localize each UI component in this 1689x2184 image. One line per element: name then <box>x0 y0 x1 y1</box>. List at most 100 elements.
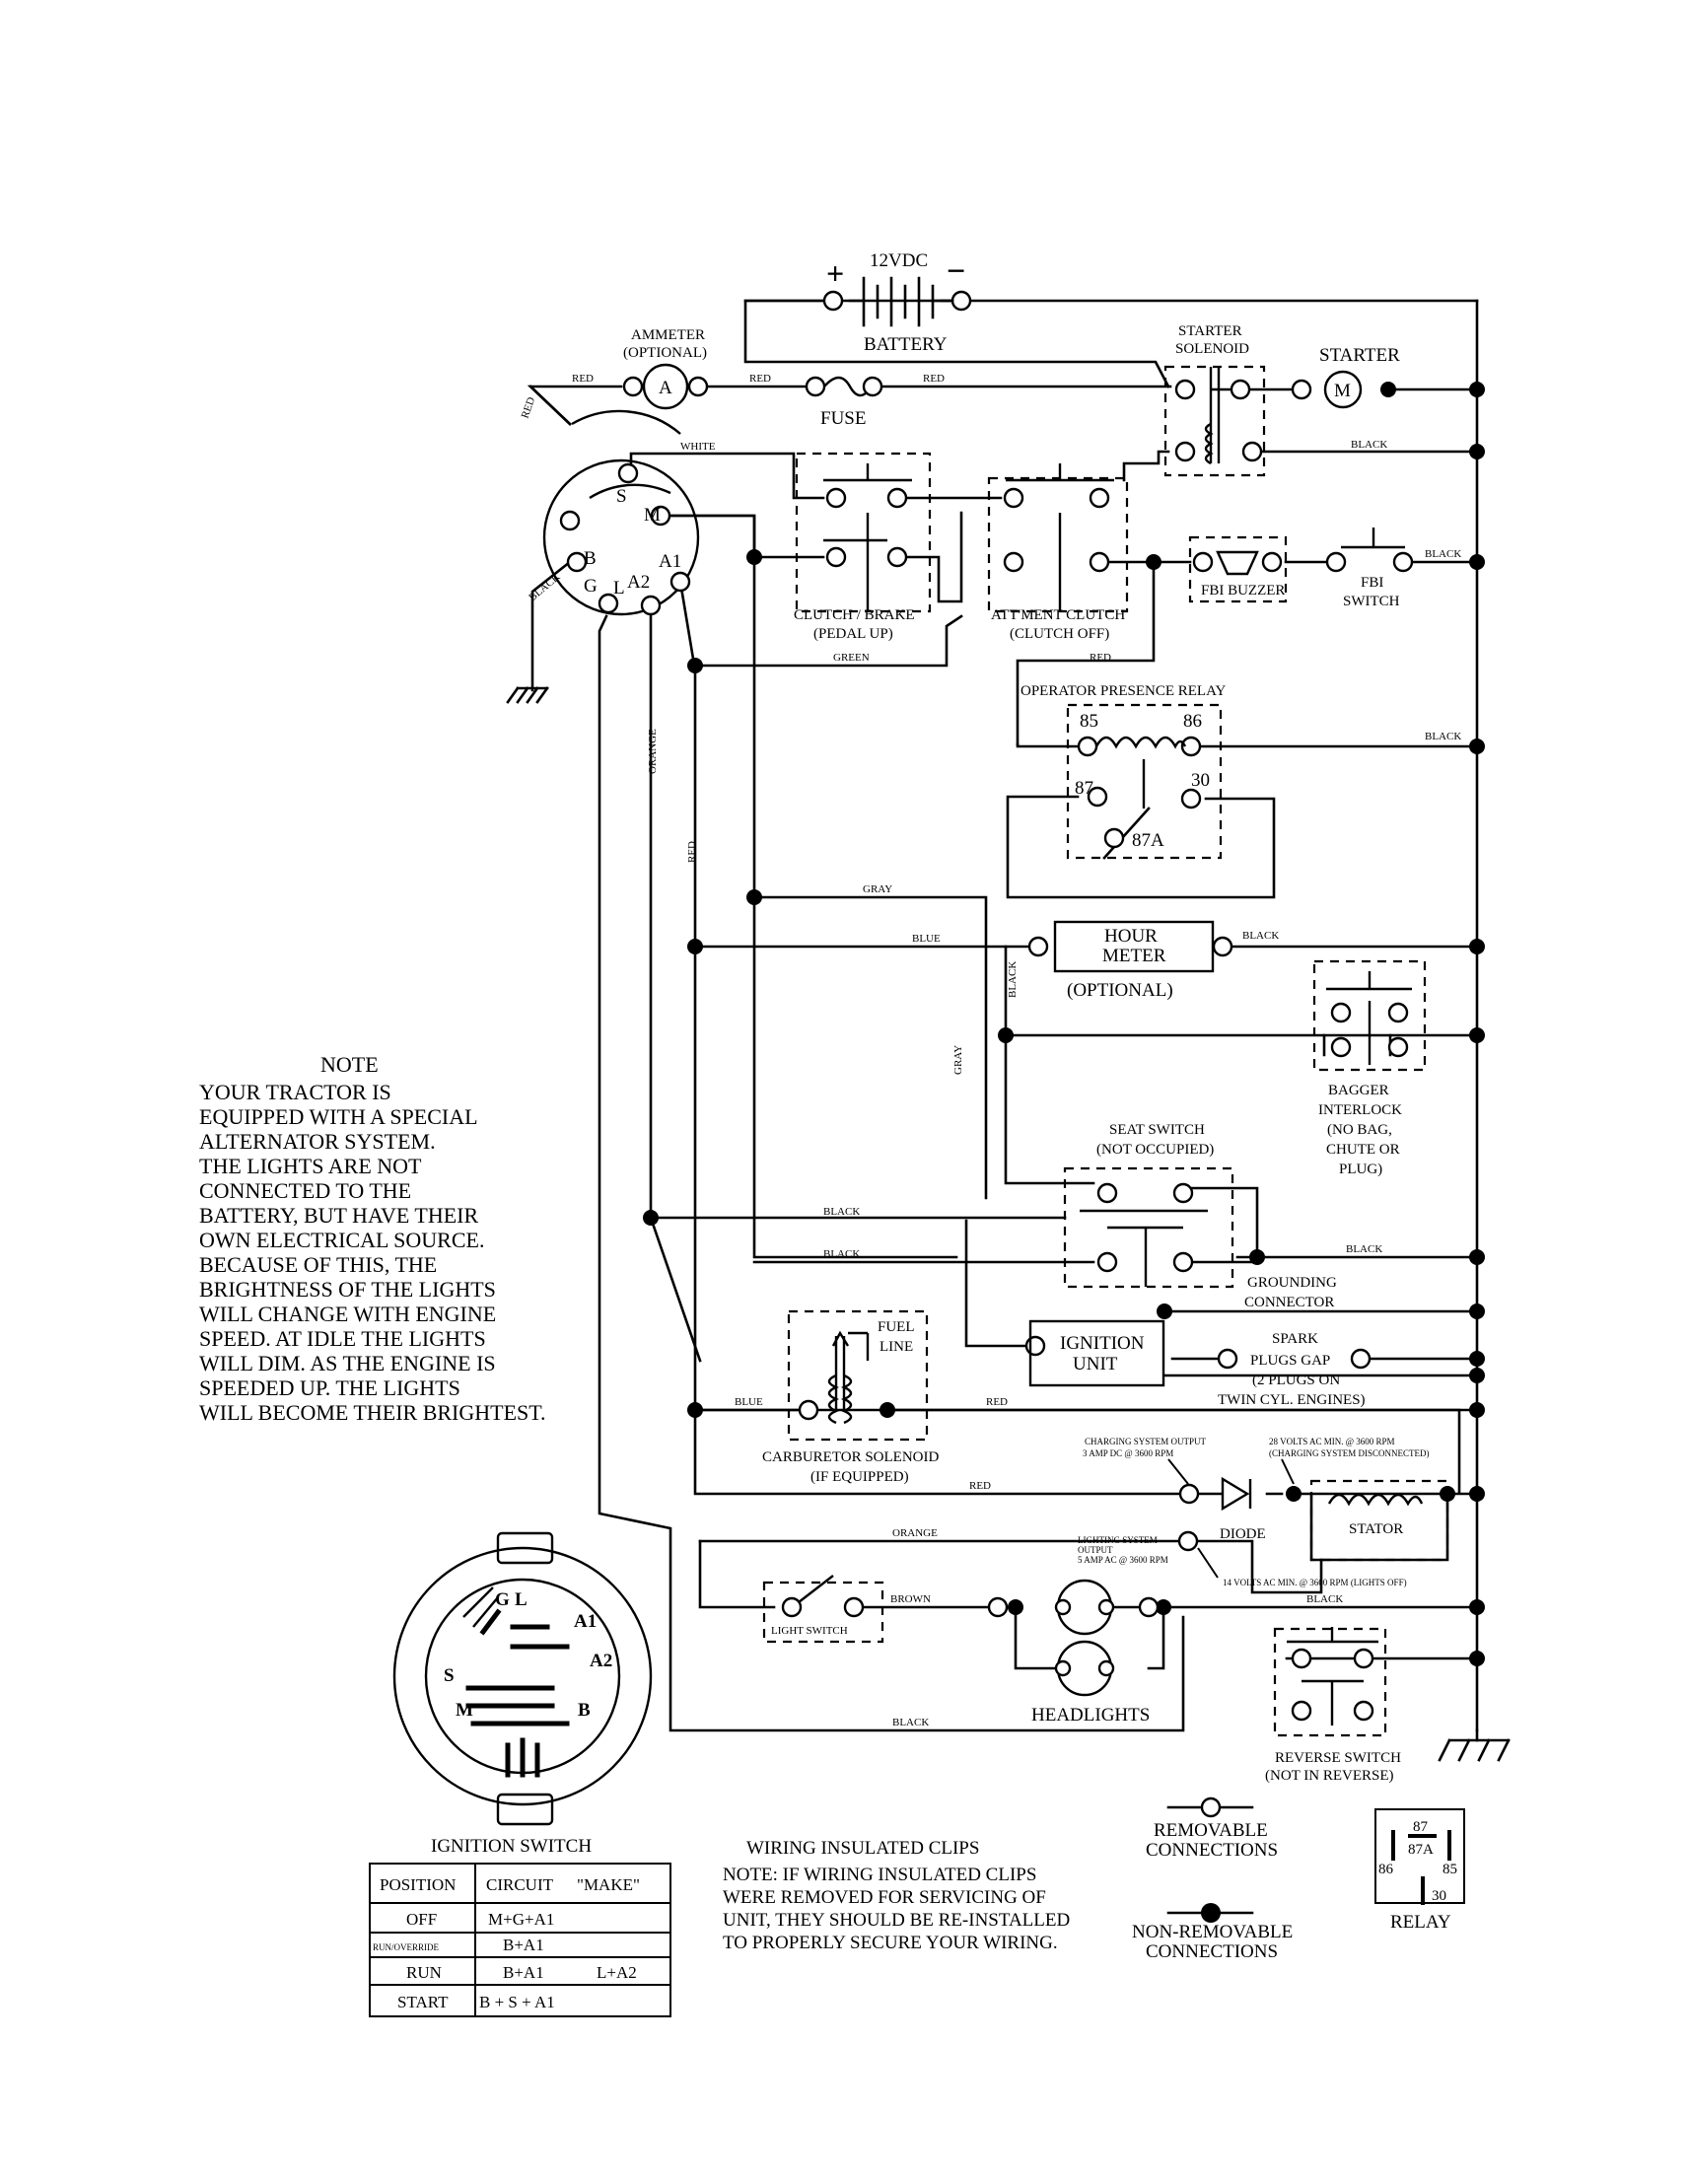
fbi-switch-label-1: FBI <box>1361 575 1383 591</box>
ammeter-symbol: A <box>659 378 672 398</box>
grounding-connector: GROUNDING CONNECTOR <box>1244 1275 1337 1310</box>
fuse: FUSE <box>805 376 883 429</box>
headlights: HEADLIGHTS <box>987 1579 1160 1726</box>
clips-line: WERE REMOVED FOR SERVICING OF <box>723 1887 1046 1908</box>
solenoid-label-1: STARTER <box>1178 323 1242 339</box>
spark-label-2: PLUGS GAP <box>1250 1353 1330 1369</box>
note-line: ALTERNATOR SYSTEM. <box>199 1129 436 1154</box>
face-a1: A1 <box>574 1611 597 1632</box>
battery-minus: − <box>947 253 965 290</box>
light-out-1: LIGHTING SYSTEM <box>1078 1535 1158 1545</box>
ignition-switch-face: G L A1 A2 S M B <box>392 1531 653 1826</box>
ign-term-m: M <box>644 505 661 526</box>
spark-label-1: SPARK <box>1272 1331 1318 1347</box>
carb-label-1: CARBURETOR SOLENOID <box>762 1449 939 1465</box>
spark-plugs: SPARK PLUGS GAP (2 PLUGS ON TWIN CYL. EN… <box>1217 1331 1372 1408</box>
battery-plus: + <box>826 255 844 291</box>
ammeter-title: AMMETER <box>631 327 705 343</box>
wire-label-white: WHITE <box>680 441 716 453</box>
table-row-pos: RUN/OVERRIDE <box>373 1942 440 1952</box>
charging-system: CHARGING SYSTEM OUTPUT 3 AMP DC @ 3600 R… <box>1083 1437 1430 1542</box>
relay-reference: 87 87A 86 85 30 RELAY <box>1374 1808 1465 1933</box>
solenoid-label-2: SOLENOID <box>1175 341 1249 357</box>
clutch-brake-label-1: CLUTCH / BRAKE <box>794 607 915 623</box>
wire-label-gray: GRAY <box>952 1045 964 1075</box>
relay-label: RELAY <box>1390 1912 1451 1933</box>
clips-line: UNIT, THEY SHOULD BE RE-INSTALLED <box>723 1910 1070 1931</box>
opr-85: 85 <box>1080 711 1098 732</box>
clips-title: WIRING INSULATED CLIPS <box>746 1838 979 1859</box>
opr-title: OPERATOR PRESENCE RELAY <box>1020 683 1227 699</box>
light-14v: 14 VOLTS AC MIN. @ 3600 RPM (LIGHTS OFF) <box>1223 1578 1407 1587</box>
relay-85: 85 <box>1443 1862 1457 1877</box>
starter-label: STARTER <box>1319 345 1400 366</box>
seat-switch: SEAT SWITCH (NOT OCCUPIED) <box>1063 1122 1234 1289</box>
starter-symbol: M <box>1334 381 1351 401</box>
face-m: M <box>456 1700 473 1721</box>
ign-term-a1: A1 <box>659 551 681 572</box>
table-row-pos: START <box>397 1993 449 2011</box>
light-out-3: 5 AMP AC @ 3600 RPM <box>1078 1555 1168 1565</box>
ign-term-l: L <box>613 578 625 599</box>
fbi-switch-label-2: SWITCH <box>1343 594 1400 609</box>
wire-label-orange: ORANGE <box>892 1527 938 1539</box>
note-line: WILL BECOME THEIR BRIGHTEST. <box>199 1400 546 1425</box>
face-s: S <box>444 1665 455 1686</box>
opr-87a: 87A <box>1132 830 1164 851</box>
wire-label-blue: BLUE <box>735 1396 763 1408</box>
light-switch: LIGHT SWITCH <box>762 1575 884 1644</box>
relay-87a: 87A <box>1408 1842 1434 1858</box>
opr-30: 30 <box>1191 770 1210 791</box>
note-line: WILL DIM. AS THE ENGINE IS <box>199 1351 496 1375</box>
spark-label-3: (2 PLUGS ON <box>1252 1373 1340 1388</box>
wire-label-black: BLACK <box>1306 1593 1343 1605</box>
wire-label-red: RED <box>686 841 698 863</box>
wire-label-red: RED <box>572 373 594 385</box>
ignition-switch-table: IGNITION SWITCH POSITION CIRCUIT "MAKE" … <box>369 1836 671 2017</box>
clips-note: WIRING INSULATED CLIPS NOTE: IF WIRING I… <box>723 1838 1070 1953</box>
note-line: BATTERY, BUT HAVE THEIR <box>199 1203 479 1228</box>
table-header-make: "MAKE" <box>577 1875 640 1894</box>
table-row-circuit: B + S + A1 <box>479 1993 555 2011</box>
table-header-position: POSITION <box>380 1875 456 1894</box>
ignition-table-title: IGNITION SWITCH <box>431 1836 592 1857</box>
table-row-pos: RUN <box>406 1963 442 1982</box>
bagger-label-1: BAGGER <box>1328 1083 1389 1098</box>
junction-dots <box>643 382 1485 1666</box>
table-header-circuit: CIRCUIT <box>486 1875 554 1894</box>
seat-switch-label-2: (NOT OCCUPIED) <box>1096 1142 1214 1158</box>
hour-meter: HOUR METER (OPTIONAL) <box>1027 920 1233 1001</box>
note-title: NOTE <box>320 1052 379 1077</box>
charging-28v-2: (CHARGING SYSTEM DISCONNECTED) <box>1269 1448 1430 1458</box>
table-row-extra: L+A2 <box>597 1963 637 1982</box>
attment-label-2: (CLUTCH OFF) <box>1010 626 1109 642</box>
headlights-label: HEADLIGHTS <box>1031 1705 1150 1726</box>
wire-label-green: GREEN <box>833 652 870 664</box>
face-a2: A2 <box>590 1651 612 1671</box>
wire-label-black: BLACK <box>1425 731 1461 742</box>
ignition-unit: IGNITION UNIT <box>1024 1319 1165 1387</box>
note-line: EQUIPPED WITH A SPECIAL <box>199 1104 478 1129</box>
wire-label-black: BLACK <box>1346 1243 1382 1255</box>
table-row-circuit: B+A1 <box>503 1936 544 1954</box>
wire-label-black: BLACK <box>823 1248 860 1260</box>
hour-meter-label-1: HOUR <box>1104 926 1158 947</box>
starter-solenoid: STARTER SOLENOID <box>1163 323 1266 477</box>
hour-meter-label-3: (OPTIONAL) <box>1067 980 1173 1001</box>
wire-label-black: BLACK <box>527 571 562 603</box>
alternator-note: NOTE YOUR TRACTOR IS EQUIPPED WITH A SPE… <box>199 1052 546 1425</box>
battery-voltage: 12VDC <box>870 250 928 271</box>
ammeter-sub: (OPTIONAL) <box>623 345 707 361</box>
legend: REMOVABLE CONNECTIONS NON-REMOVABLE CONN… <box>1132 1797 1293 1962</box>
wire-label-black: BLACK <box>823 1206 860 1218</box>
relay-87: 87 <box>1413 1819 1429 1835</box>
wire-label-red: RED <box>923 373 945 385</box>
charging-out-2: 3 AMP DC @ 3600 RPM <box>1083 1448 1173 1458</box>
ign-term-b: B <box>584 548 597 569</box>
grounding-label-1: GROUNDING <box>1247 1275 1337 1291</box>
wire-label-gray: GRAY <box>863 883 892 895</box>
note-line: CONNECTED TO THE <box>199 1178 411 1203</box>
note-line: BECAUSE OF THIS, THE <box>199 1252 437 1277</box>
wire-label-red: RED <box>520 395 538 420</box>
